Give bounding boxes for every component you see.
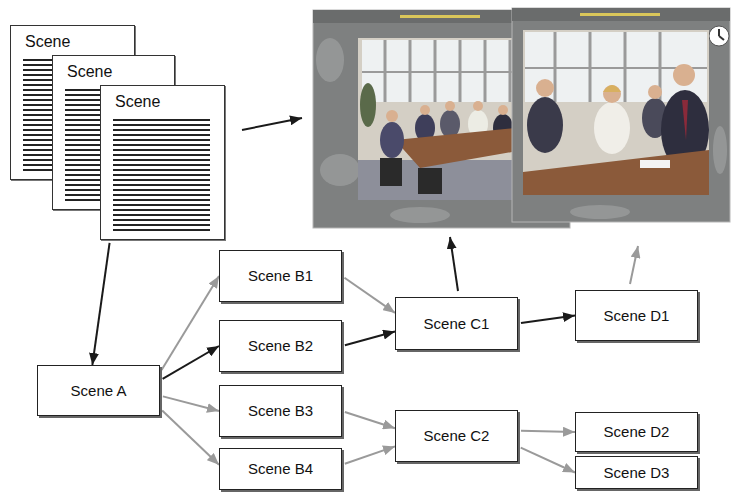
video-frame-part	[719, 36, 724, 40]
video-frame-part	[570, 205, 630, 219]
node-label: Scene B4	[248, 460, 313, 478]
meeting-photo-part	[682, 100, 688, 140]
text-line	[113, 174, 210, 176]
scene-box: Scene D2	[575, 412, 698, 452]
meeting-photo-part	[380, 158, 402, 186]
scene-box: Scene B2	[219, 320, 342, 372]
meeting-photo-part	[523, 30, 709, 195]
meeting-photo-part	[362, 71, 534, 73]
node-label: Scene B2	[248, 337, 313, 355]
flow-arrow-part	[630, 246, 638, 284]
meeting-photo-part	[498, 105, 508, 115]
text-line	[113, 184, 210, 186]
video-frame-part	[580, 13, 660, 16]
video-frame-part	[316, 38, 344, 82]
text-line	[113, 219, 210, 221]
video-frame-part	[713, 126, 727, 174]
node-label: Scene	[115, 92, 160, 111]
node-label: Scene A	[71, 382, 127, 400]
meeting-photo-part	[418, 168, 442, 194]
video-frame	[512, 8, 730, 222]
flow-connector	[521, 316, 575, 324]
meeting-photo-part	[536, 79, 554, 97]
video-frame-part	[512, 8, 730, 222]
video-frame-part	[400, 15, 480, 18]
node-label: Scene	[25, 32, 70, 51]
text-line	[113, 229, 210, 231]
meeting-photo-part	[673, 64, 695, 86]
meeting-photo-part	[420, 105, 430, 115]
text-line	[113, 119, 210, 121]
text-line	[113, 124, 210, 126]
meeting-photo-part	[648, 85, 662, 99]
meeting-photo-part	[360, 83, 376, 127]
video-frame-part	[709, 26, 729, 46]
scene-box: Scene C1	[395, 297, 518, 350]
text-line	[113, 189, 210, 191]
text-line	[113, 144, 210, 146]
scene-box: Scene B1	[219, 250, 342, 302]
text-line	[113, 204, 210, 206]
text-line	[113, 194, 210, 196]
text-line	[113, 164, 210, 166]
scene-box: Scene D1	[575, 290, 698, 341]
text-line	[113, 179, 210, 181]
text-line	[113, 139, 210, 141]
meeting-photo-part	[445, 101, 455, 111]
flow-connector	[345, 446, 395, 463]
flow-connector	[163, 396, 219, 411]
flow-arrow-part	[242, 118, 302, 130]
text-line	[113, 209, 210, 211]
scene-box: Scene C2	[395, 410, 518, 462]
flow-connector	[162, 410, 219, 464]
text-line	[113, 224, 210, 226]
video-frame-part	[718, 29, 720, 36]
flow-arrow-part	[450, 237, 458, 291]
flow-connector	[92, 243, 109, 365]
text-line	[113, 159, 210, 161]
flow-connector	[345, 412, 395, 428]
video-frame-part	[320, 154, 360, 186]
video-frame-part	[390, 207, 450, 223]
meeting-photo-part	[523, 150, 709, 195]
node-label: Scene C2	[424, 427, 490, 445]
text-line	[113, 199, 210, 201]
node-label: Scene D3	[604, 464, 670, 482]
text-line	[113, 169, 210, 171]
text-line	[113, 129, 210, 131]
flow-connector	[163, 346, 219, 379]
meeting-photo-part	[473, 101, 483, 111]
flow-connector	[162, 276, 219, 370]
flow-connector	[344, 278, 395, 313]
node-label: Scene B3	[248, 402, 313, 420]
text-line	[113, 214, 210, 216]
meeting-photo	[523, 30, 709, 195]
scene-box: Scene B3	[219, 385, 342, 437]
node-label: Scene D1	[604, 307, 670, 325]
meeting-photo-part	[362, 40, 534, 102]
node-label: Scene B1	[248, 267, 313, 285]
flow-connector	[521, 431, 575, 432]
node-label: Scene	[67, 62, 112, 81]
script-page: Scene	[100, 85, 225, 240]
meeting-photo-part	[380, 122, 404, 158]
meeting-photo-part	[527, 97, 563, 153]
scene-box: Scene B4	[219, 448, 342, 490]
node-label: Scene D2	[604, 423, 670, 441]
meeting-photo-part	[594, 102, 630, 154]
video-frame-part	[512, 8, 730, 21]
text-line	[113, 154, 210, 156]
flow-connector	[521, 448, 575, 473]
node-label: Scene C1	[424, 315, 490, 333]
meeting-photo-part	[603, 85, 621, 103]
flow-connector	[345, 331, 395, 345]
text-line	[113, 149, 210, 151]
scene-box: Scene D3	[575, 456, 698, 489]
meeting-photo-part	[640, 160, 670, 168]
meeting-photo-part	[386, 110, 398, 122]
text-line	[113, 134, 210, 136]
scene-box: Scene A	[37, 365, 160, 416]
meeting-photo-part	[603, 85, 621, 92]
